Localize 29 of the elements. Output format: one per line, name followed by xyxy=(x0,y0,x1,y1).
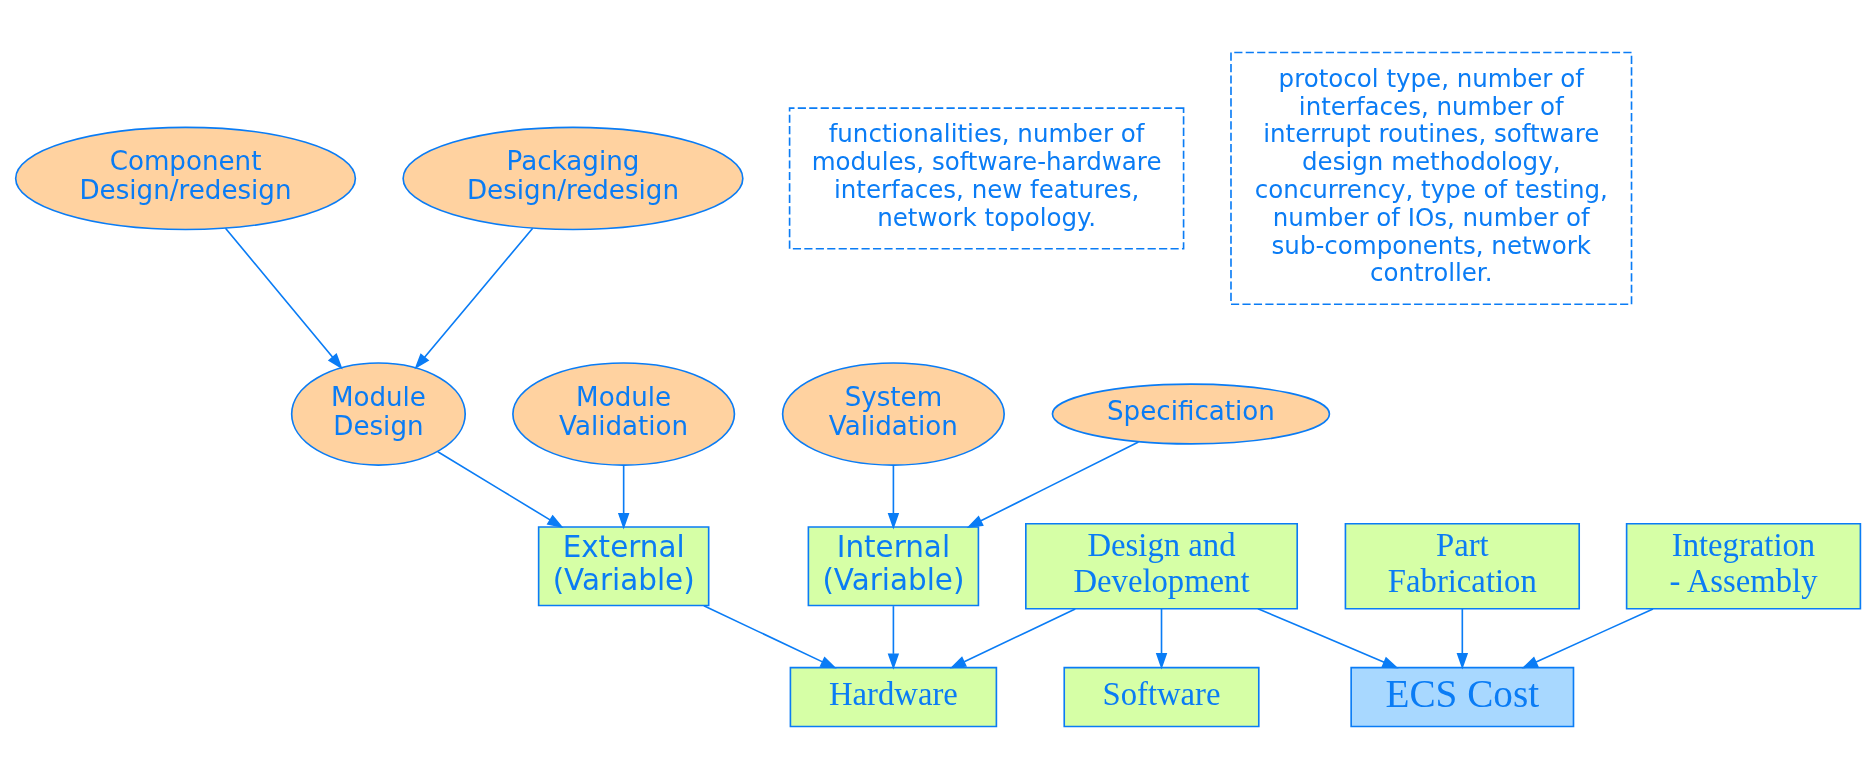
arrow xyxy=(887,604,900,670)
arrow xyxy=(617,463,630,529)
node-box: functionalities, number of modules, software-hardware interfaces, new features, network topology. xyxy=(788,106,1185,250)
node-box: Software xyxy=(1063,666,1260,727)
arrow xyxy=(414,226,534,369)
arrow xyxy=(949,607,1077,669)
node-box: Integration - Assembly xyxy=(1625,522,1862,610)
arrow xyxy=(703,604,837,669)
node-box: Design and Development xyxy=(1025,522,1298,610)
node-ellipse: Module Validation xyxy=(512,361,736,466)
arrow xyxy=(437,450,564,528)
arrow xyxy=(1155,607,1168,669)
arrow xyxy=(1257,607,1399,668)
arrow xyxy=(224,226,343,369)
arrow xyxy=(887,463,900,529)
node-box: protocol type, number of interfaces, number of interrupt routines, software design methodology, concurrency, type of testing, number of IOs, number of sub-components, network controller. xyxy=(1230,51,1633,305)
arrow xyxy=(1456,607,1469,669)
arrow xyxy=(966,440,1140,528)
node-box: Part Fabrication xyxy=(1344,522,1581,610)
node-box: External (Variable) xyxy=(537,525,710,606)
node-ellipse: Module Design xyxy=(290,361,466,466)
node-ellipse: Component Design/redesign xyxy=(14,126,357,230)
node-ellipse: System Validation xyxy=(781,361,1005,466)
node-ellipse: Packaging Design/redesign xyxy=(402,126,744,230)
arrow xyxy=(1521,607,1654,669)
node-ellipse: Specification xyxy=(1051,382,1331,445)
node-box: Internal (Variable) xyxy=(807,525,980,606)
node-box: ECS Cost xyxy=(1350,666,1575,727)
node-box: Hardware xyxy=(789,666,998,727)
